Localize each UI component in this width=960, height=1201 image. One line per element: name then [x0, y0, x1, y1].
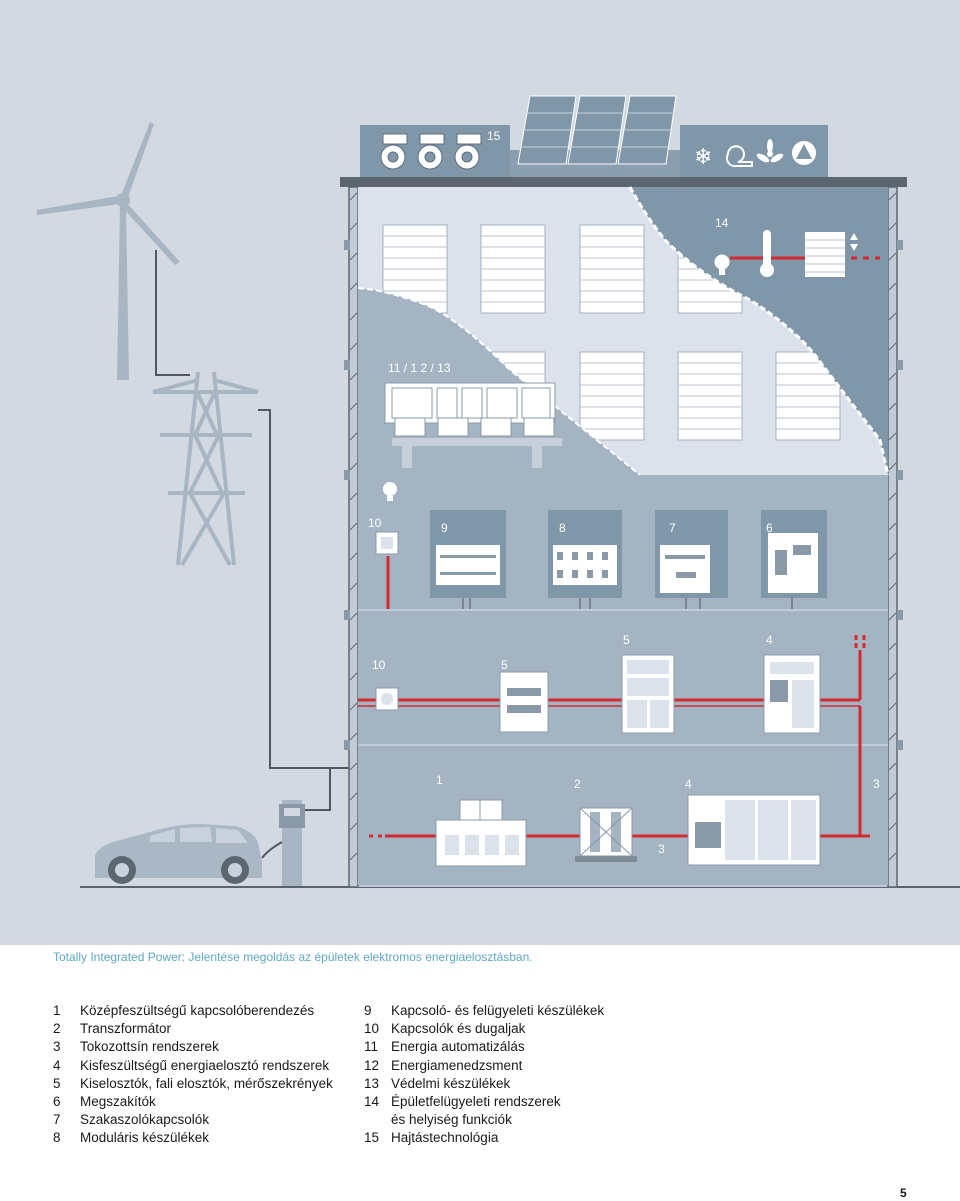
snowflake-icon: ❄: [694, 145, 712, 170]
legend-text: Kapcsolók és dugaljak: [391, 1020, 525, 1038]
label-1: 1: [436, 773, 443, 787]
legend-text: és helyiség funkciók: [391, 1111, 512, 1129]
label-4-floor1: 4: [766, 633, 773, 647]
label-4-base: 4: [685, 777, 692, 791]
legend-number: 6: [53, 1093, 80, 1111]
legend-number: 4: [53, 1057, 80, 1075]
legend-number: 2: [53, 1020, 80, 1038]
page-number: 5: [900, 1186, 907, 1200]
distribution-cabinet-5: [622, 655, 674, 733]
legend-text: Épületfelügyeleti rendszerek: [391, 1093, 561, 1111]
charger-cable: [305, 768, 349, 810]
label-11-12-13: 11 / 1 2 / 13: [388, 361, 451, 375]
distribution-cabinet-4: [764, 655, 820, 733]
label-7: 7: [669, 521, 676, 535]
legend-number: 7: [53, 1111, 80, 1129]
wall-distributor: [500, 672, 548, 732]
legend-number: 15: [364, 1129, 391, 1147]
legend-text: Transzformátor: [80, 1020, 171, 1038]
legend-number: 13: [364, 1075, 391, 1093]
transformer: [575, 808, 637, 862]
label-2: 2: [574, 777, 581, 791]
legend-number: 9: [364, 1002, 391, 1020]
legend-text: Energiamenedzsment: [391, 1057, 522, 1075]
legend-text: Kiselosztók, fali elosztók, mérőszekrény…: [80, 1075, 333, 1093]
pylon-cable: [258, 410, 349, 768]
legend-text: Középfeszültségű kapcsolóberendezés: [80, 1002, 314, 1020]
power-pylon-icon: [153, 372, 258, 565]
label-3-base-bottom: 3: [658, 842, 665, 856]
legend-text: Energia automatizálás: [391, 1038, 525, 1056]
label-3-base-right: 3: [873, 777, 880, 791]
legend-number: 14: [364, 1093, 391, 1111]
label-10: 10: [368, 516, 382, 530]
legend-text: Védelmi készülékek: [391, 1075, 510, 1093]
legend-text: Szakaszolókapcsolók: [80, 1111, 209, 1129]
legend-number: 11: [364, 1038, 391, 1056]
solar-panel-icon: [518, 96, 676, 164]
legend-text: Tokozottsín rendszerek: [80, 1038, 219, 1056]
label-8: 8: [559, 521, 566, 535]
label-15: 15: [487, 129, 501, 143]
legend-number: 3: [53, 1038, 80, 1056]
legend-text: Moduláris készülékek: [80, 1129, 209, 1147]
roof-drive-unit: 15: [360, 125, 510, 177]
electric-car-icon: [95, 824, 262, 884]
legend-text: Kapcsoló- és felügyeleti készülékek: [391, 1002, 604, 1020]
turbine-cable: [156, 250, 190, 375]
legend-number: 10: [364, 1020, 391, 1038]
label-5-floor1-a: 5: [501, 658, 508, 672]
legend-number: 1: [53, 1002, 80, 1020]
label-14: 14: [715, 216, 729, 230]
label-9: 9: [441, 521, 448, 535]
wind-turbine-icon: [37, 122, 180, 380]
legend-text: Kisfeszültségű energiaelosztó rendszerek: [80, 1057, 329, 1075]
building-energy-illustration: 15 ❄: [0, 0, 960, 945]
legend-item-continuation: és helyiség funkciók: [364, 1111, 604, 1129]
charging-station-icon: [262, 800, 305, 886]
legend-text: Megszakítók: [80, 1093, 156, 1111]
roof-hvac-unit: ❄: [680, 125, 828, 177]
low-voltage-switchboard: [688, 795, 820, 865]
legend-text: Hajtástechnológia: [391, 1129, 498, 1147]
legend-number: 5: [53, 1075, 80, 1093]
figure-caption: Totally Integrated Power: Jelentése mego…: [53, 950, 533, 964]
legend-number: 12: [364, 1057, 391, 1075]
label-10-floor1: 10: [372, 658, 386, 672]
label-6: 6: [766, 521, 773, 535]
label-5-floor1-b: 5: [623, 633, 630, 647]
legend-number: 8: [53, 1129, 80, 1147]
